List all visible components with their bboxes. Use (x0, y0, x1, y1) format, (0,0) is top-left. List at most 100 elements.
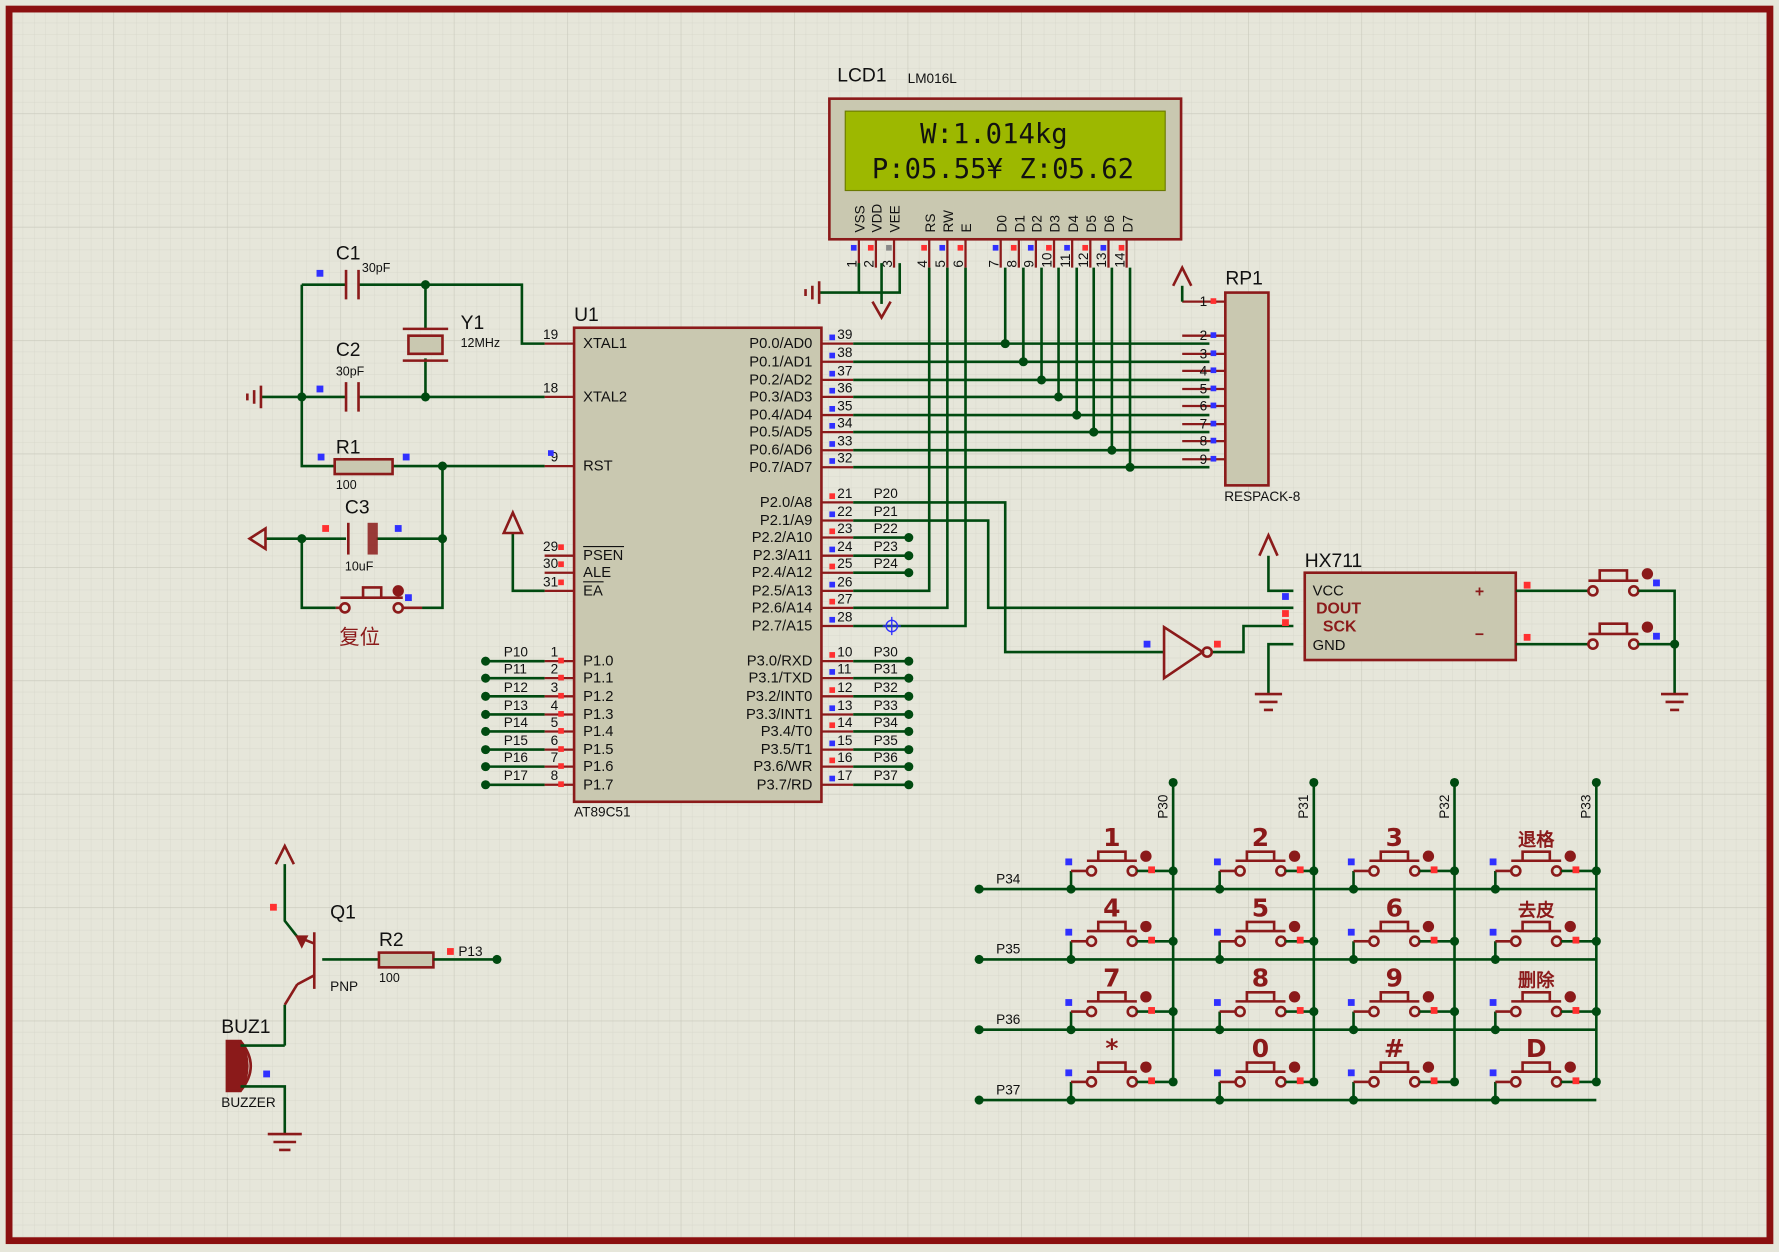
junction (1168, 866, 1178, 876)
key-2-3[interactable]: 删除 (1489, 970, 1601, 1035)
pin-marker (829, 722, 836, 729)
net-label: P22 (874, 521, 898, 536)
lcd-pin-name: D4 (1066, 215, 1081, 233)
mcu-pin-number: 22 (837, 504, 852, 519)
rp1-pin-number: 8 (1200, 434, 1208, 449)
key-label: D (1526, 1034, 1547, 1063)
buffer-gate[interactable] (1143, 624, 1221, 681)
junction (1309, 1007, 1319, 1017)
net-label: P14 (504, 715, 529, 730)
crystal-circuit (246, 280, 545, 610)
net-label: P20 (874, 486, 899, 501)
key-3-2[interactable]: # (1347, 1034, 1460, 1105)
lcd-module[interactable]: LCD1 LM016L W:1.014kg P:05.55¥ Z:05.62 V… (828, 66, 1183, 268)
key-2-2[interactable]: 9 (1347, 964, 1460, 1035)
net-label: P34 (996, 871, 1021, 886)
key-2-1[interactable]: 8 (1213, 964, 1319, 1035)
lcd-pin-number: 1 (845, 260, 860, 268)
pin-marker (558, 657, 564, 664)
key-marker (1564, 991, 1576, 1003)
net-terminal (481, 780, 491, 790)
pin-marker (1213, 999, 1221, 1006)
capacitor-c2[interactable]: C2 30pF (316, 340, 365, 412)
net-label: P30 (1155, 794, 1170, 819)
key-label: 7 (1103, 964, 1120, 993)
key-1-0[interactable]: 4 (1065, 893, 1178, 964)
pin-marker (1572, 1007, 1580, 1014)
net-label: P35 (874, 733, 898, 748)
lcd-pin-name: D3 (1048, 215, 1063, 232)
r1-value: 100 (336, 478, 357, 492)
mcu-pin-number: 28 (837, 609, 852, 624)
junction (1066, 1095, 1076, 1105)
junction (1066, 1025, 1076, 1035)
net-label: P13 (504, 698, 528, 713)
mcu-pin-name: P3.4/T0 (761, 724, 813, 740)
pin-marker (886, 244, 892, 251)
pin-marker (1210, 437, 1217, 444)
pin-marker (829, 352, 836, 359)
mcu-pin-number: 36 (837, 380, 852, 395)
pin-marker (1065, 1069, 1073, 1077)
pin-marker (558, 674, 564, 681)
pin-marker (558, 579, 564, 586)
mcu-pin-name: P1.1 (583, 671, 613, 687)
mcu-chip[interactable]: U1 AT89C51 19XTAL118XTAL29RST29PSEN30ALE… (481, 305, 914, 820)
key-contact (1368, 1076, 1380, 1088)
net-terminal (904, 780, 914, 790)
key-1-3[interactable]: 去皮 (1489, 899, 1601, 964)
key-marker (1422, 991, 1435, 1003)
key-3-0[interactable]: * (1065, 1034, 1178, 1105)
junction (1449, 1007, 1460, 1017)
buzzer-circuit[interactable]: Q1 PNP R2 100 P13 BUZ1 BUZZER (221, 843, 502, 1152)
key-3-3[interactable]: D (1489, 1034, 1601, 1105)
key-actuator (1511, 1061, 1562, 1073)
lcd-pin-number: 4 (915, 260, 930, 268)
pin-marker (1296, 1007, 1304, 1014)
key-contact (1234, 1005, 1246, 1018)
lcd-line-2: P:05.55¥ Z:05.62 (872, 154, 1134, 185)
key-label: 1 (1103, 823, 1120, 852)
net-terminal (904, 568, 914, 578)
net-label: P12 (504, 680, 528, 695)
pin-marker (558, 692, 564, 699)
key-marker (1422, 920, 1435, 933)
key-2-0[interactable]: 7 (1065, 964, 1178, 1035)
key-0-2[interactable]: 3 (1347, 823, 1460, 894)
capacitor-c3[interactable]: C3 10uF (322, 498, 402, 574)
junction (1309, 866, 1319, 876)
mcu-pin-name: P2.4/A12 (752, 565, 813, 581)
net-label: P24 (874, 556, 899, 571)
pin-marker (829, 652, 836, 658)
reset-button[interactable]: 复位 (335, 585, 423, 649)
mcu-pin-number: 12 (837, 680, 852, 695)
key-3-1[interactable]: 0 (1213, 1034, 1319, 1105)
lcd-line-1: W:1.014kg (920, 119, 1068, 150)
key-1-1[interactable]: 5 (1213, 893, 1319, 964)
key-marker (1422, 850, 1435, 862)
key-label: 4 (1103, 893, 1120, 922)
mcu-pin-name: P3.2/INT0 (746, 689, 812, 705)
hx711-module[interactable]: HX711 VCC DOUT SCK GND + − (1254, 532, 1531, 712)
c1-ref: C1 (336, 244, 361, 265)
key-1-2[interactable]: 6 (1347, 893, 1460, 964)
crystal-y1[interactable]: Y1 12MHz (402, 313, 500, 362)
junction (1490, 1025, 1500, 1035)
mcu-pin-number: 33 (837, 434, 852, 449)
key-0-1[interactable]: 2 (1213, 823, 1319, 894)
buzzer-model: BUZZER (221, 1095, 276, 1110)
key-0-3[interactable]: 退格 (1489, 829, 1601, 894)
key-0-0[interactable]: 1 (1065, 823, 1178, 894)
capacitor-c1[interactable]: C1 30pF (316, 244, 391, 300)
mcu-pin-name: P0.5/AD5 (749, 425, 812, 441)
key-actuator (1511, 850, 1562, 863)
loadcell-switches[interactable] (1515, 568, 1689, 712)
key-actuator (1235, 990, 1286, 1003)
net-terminal (974, 954, 984, 964)
resistor-r1[interactable]: R1 100 (317, 438, 410, 492)
pin-marker (829, 705, 836, 712)
junction (1168, 1077, 1178, 1087)
hx711-pin-sck: SCK (1323, 619, 1357, 636)
